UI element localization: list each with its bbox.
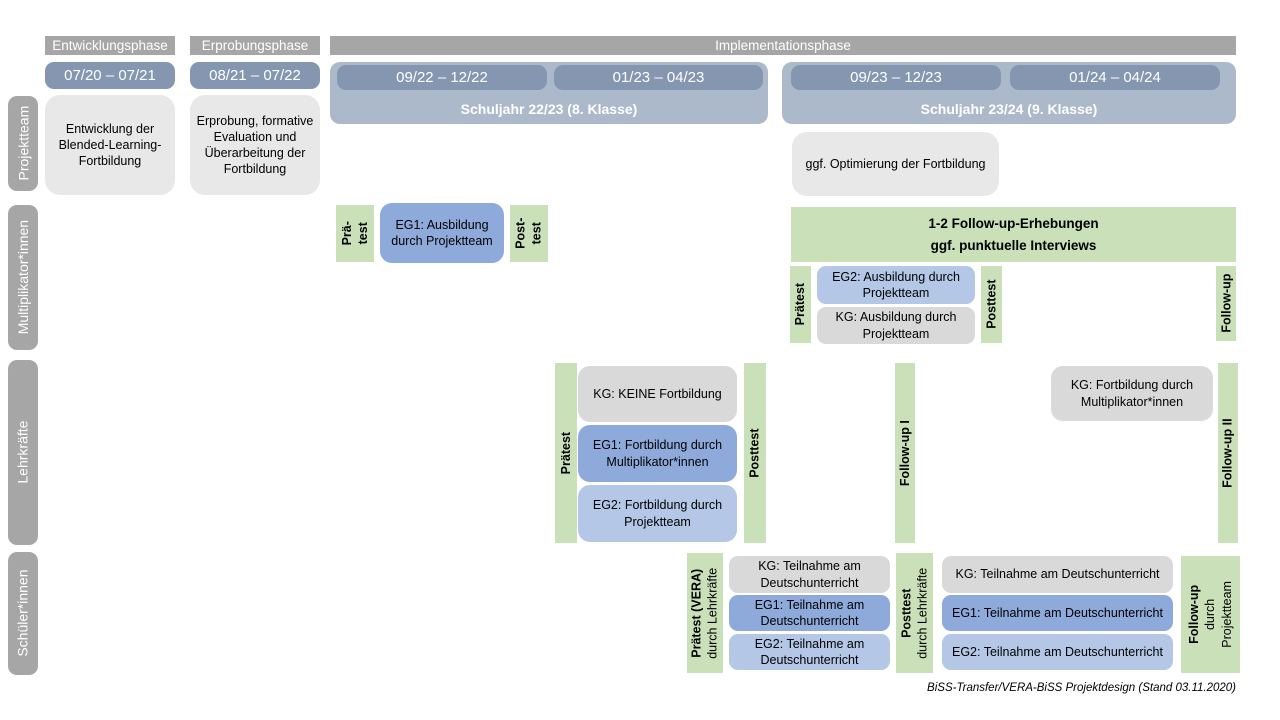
multiplikator-followup-text: Follow-up [1218, 273, 1233, 334]
date-bar-0124-0424: 01/24 – 04/24 [1010, 65, 1220, 90]
schueler-followup-bar: Follow-up durch Projektteam [1181, 556, 1240, 673]
date-bar-erprobung: 08/21 – 07/22 [190, 62, 320, 89]
multiplikator-followup-banner: 1-2 Follow-up-Erhebungen ggf. punktuelle… [791, 207, 1236, 262]
row-label-lehrkraefte-text: Lehrkräfte [14, 420, 31, 485]
multiplikator-eg2-box: EG2: Ausbildung durch Projektteam [817, 266, 975, 304]
multiplikator-praetest-bar-text: Prä- test [339, 221, 370, 246]
multiplikator-posttest2-text: Posttest [984, 279, 999, 330]
row-label-multiplikator: Multiplikator*innen [8, 205, 38, 350]
multiplikator-kg-box: KG: Ausbildung durch Projektteam [817, 307, 975, 344]
lehrkraefte-followup1-bar: Follow-up I [895, 363, 915, 543]
multiplikator-praetest2-text: Prätest [793, 283, 808, 326]
row-label-lehrkraefte: Lehrkräfte [8, 360, 38, 545]
schueler-praetest-text: Prätest (VERA) durch Lehrkräfte [689, 567, 720, 659]
schueler-followup-text: Follow-up durch Projektteam [1187, 581, 1234, 648]
row-label-schueler-text: Schüler*innen [14, 569, 31, 658]
lehrkraefte-followup2-text: Follow-up II [1220, 418, 1235, 488]
phase-header-implementation: Implementationsphase [330, 36, 1236, 55]
schuljahr-22-23-label: Schuljahr 22/23 (8. Klasse) [460, 101, 638, 117]
multiplikator-praetest2-bar: Prätest [790, 266, 811, 343]
lehrkraefte-followup1-text: Follow-up I [897, 420, 912, 486]
lehrkraefte-kg-box: KG: KEINE Fortbildung [578, 366, 737, 422]
lehrkraefte-posttest-bar: Posttest [744, 363, 766, 543]
lehrkraefte-followup2-bar: Follow-up II [1218, 363, 1238, 543]
schueler-eg2-box-sem2: EG2: Teilnahme am Deutschunterricht [942, 634, 1173, 670]
row-label-multiplikator-text: Multiplikator*innen [14, 220, 31, 335]
multiplikator-posttest-bar-text: Post- test [513, 217, 544, 250]
projektteam-entwicklung-box: Entwicklung der Blended-Learning-Fortbil… [45, 95, 175, 195]
lehrkraefte-praetest-text: Prätest [558, 431, 573, 475]
multiplikator-eg1-box: EG1: Ausbildung durch Projektteam [380, 203, 504, 263]
multiplikator-praetest-bar: Prä- test [336, 205, 374, 262]
projektteam-erprobung-box: Erprobung, formative Evaluation und Über… [190, 95, 320, 195]
projektteam-optimierung-box: ggf. Optimierung der Fortbildung [792, 132, 999, 196]
schueler-kg-box-sem2: KG: Teilnahme am Deutschunterricht [942, 556, 1173, 593]
multiplikator-posttest-bar: Post- test [510, 205, 548, 262]
multiplikator-followup-bar: Follow-up [1216, 266, 1236, 341]
schueler-posttest-text: Posttest durch Lehrkräfte [899, 567, 930, 659]
date-bar-0922-1222: 09/22 – 12/22 [337, 65, 547, 90]
schuljahr-23-24-label: Schuljahr 23/24 (9. Klasse) [920, 101, 1098, 117]
date-bar-entwicklung: 07/20 – 07/21 [45, 62, 175, 89]
phase-header-erprobung: Erprobungsphase [190, 36, 320, 55]
row-label-projektteam: Projektteam [8, 96, 38, 191]
row-label-schueler: Schüler*innen [8, 552, 38, 675]
lehrkraefte-eg2-box: EG2: Fortbildung durch Projektteam [578, 485, 737, 542]
schueler-posttest-bar: Posttest durch Lehrkräfte [896, 553, 933, 673]
lehrkraefte-eg1-box: EG1: Fortbildung durch Multiplikator*inn… [578, 425, 737, 482]
diagram-caption: BiSS-Transfer/VERA-BiSS Projektdesign (S… [927, 682, 1236, 694]
multiplikator-followup-banner-text: 1-2 Follow-up-Erhebungen ggf. punktuelle… [928, 215, 1099, 253]
lehrkraefte-kg2-box: KG: Fortbildung durch Multiplikator*inne… [1051, 366, 1213, 421]
phase-header-entwicklung: Entwicklungsphase [45, 36, 175, 55]
schueler-eg1-box-sem1: EG1: Teilnahme am Deutschunterricht [729, 595, 890, 631]
date-bar-0923-1223: 09/23 – 12/23 [791, 65, 1001, 90]
lehrkraefte-praetest-bar: Prätest [555, 363, 577, 543]
schueler-praetest-bar: Prätest (VERA) durch Lehrkräfte [687, 553, 723, 673]
schueler-eg2-box-sem1: EG2: Teilnahme am Deutschunterricht [729, 634, 890, 670]
row-label-projektteam-text: Projektteam [14, 106, 31, 181]
date-bar-0123-0423: 01/23 – 04/23 [554, 65, 763, 90]
lehrkraefte-posttest-text: Posttest [747, 428, 762, 478]
schueler-kg-box-sem1: KG: Teilnahme am Deutschunterricht [729, 556, 890, 593]
schueler-eg1-box-sem2: EG1: Teilnahme am Deutschunterricht [942, 595, 1173, 631]
multiplikator-posttest2-bar: Posttest [981, 266, 1002, 343]
